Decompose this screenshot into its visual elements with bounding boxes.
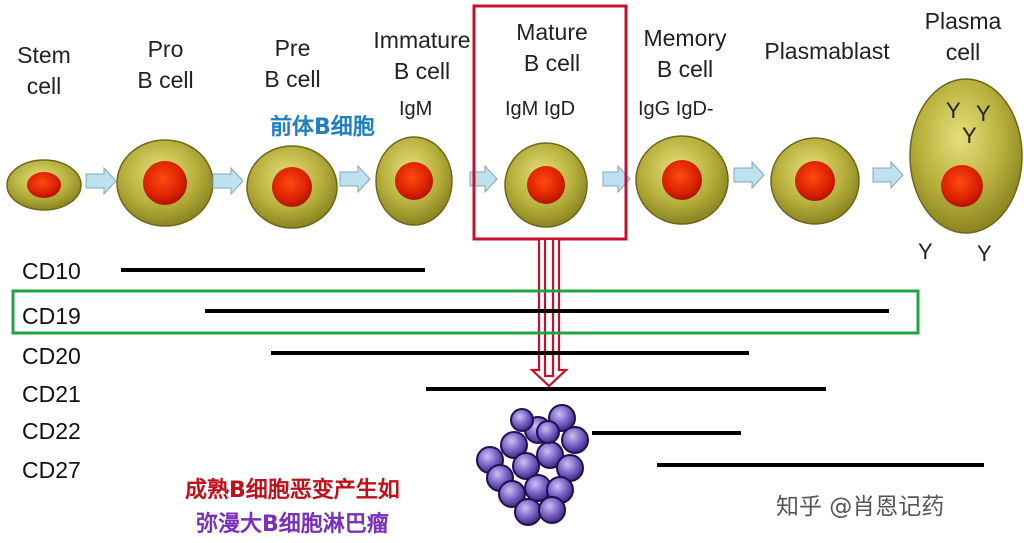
cell-memory-b [635,135,729,225]
stage-label-immature-b: Immature B cell [373,27,471,84]
arrow-memory-to-plasmablast [733,160,765,190]
stage-label-pro-b: Pro B cell [137,36,194,93]
antibody-y-4: Y [918,239,933,264]
cell-mature-b [504,142,588,228]
marker-label-cd22: CD22 [22,418,81,444]
arrow-pre-to-immature [339,164,371,194]
marker-label-cd27: CD27 [22,457,81,483]
mature-to-lymphoma-arrow [529,240,569,388]
lymphoma-caption-line1: 成熟B细胞恶变产生如 [185,478,400,503]
antibody-y-5: Y [977,241,992,266]
marker-label-cd20: CD20 [22,343,81,369]
antibody-y-2: Y [976,101,991,126]
cell-pre-b [246,145,338,229]
cell-immature-b [375,136,453,226]
arrow-stem-to-pro [85,166,117,196]
marker-bar-cd19 [205,309,889,313]
watermark: 知乎 @肖恩记药 [776,494,945,520]
marker-label-cd10: CD10 [22,258,81,284]
cell-plasmablast [770,137,860,225]
ig-mature: IgM IgD [505,98,576,120]
cd19-highlight-box [11,289,920,335]
arrow-mature-to-memory [602,164,631,194]
marker-label-cd19: CD19 [22,303,81,329]
cell-plasma [909,78,1023,234]
stage-label-stem: Stem cell [17,42,71,99]
antibody-y-3: Y [962,123,977,148]
lymphoma-caption-line2: 弥漫大B细胞淋巴瘤 [196,512,389,537]
mature-highlight-box [472,4,628,241]
marker-bar-cd21 [426,387,826,391]
precursor-b-label: 前体B细胞 [270,115,375,140]
antibody-y-1: Y [946,98,961,123]
marker-bar-cd10 [121,268,425,272]
stage-label-mature-b: Mature B cell [516,19,588,76]
stage-label-pre-b: Pre B cell [264,35,321,92]
stage-label-memory-b: Memory B cell [643,25,727,82]
cell-pro-b [116,139,214,227]
lymphoma-cell-cluster [476,404,589,526]
stage-label-plasmablast: Plasmablast [764,38,890,64]
ig-memory: IgG IgD- [638,98,714,120]
cell-stem [6,159,82,211]
marker-bar-cd20 [271,351,749,355]
marker-label-cd21: CD21 [22,381,81,407]
marker-bar-cd27 [657,463,984,467]
arrow-pro-to-pre [212,166,244,196]
ig-immature: IgM [399,98,433,120]
arrow-plasmablast-to-plasma [872,160,904,190]
stage-label-plasma: Plasma cell [924,8,1002,65]
marker-bar-cd22 [592,431,741,435]
stage-arrows [85,160,904,196]
